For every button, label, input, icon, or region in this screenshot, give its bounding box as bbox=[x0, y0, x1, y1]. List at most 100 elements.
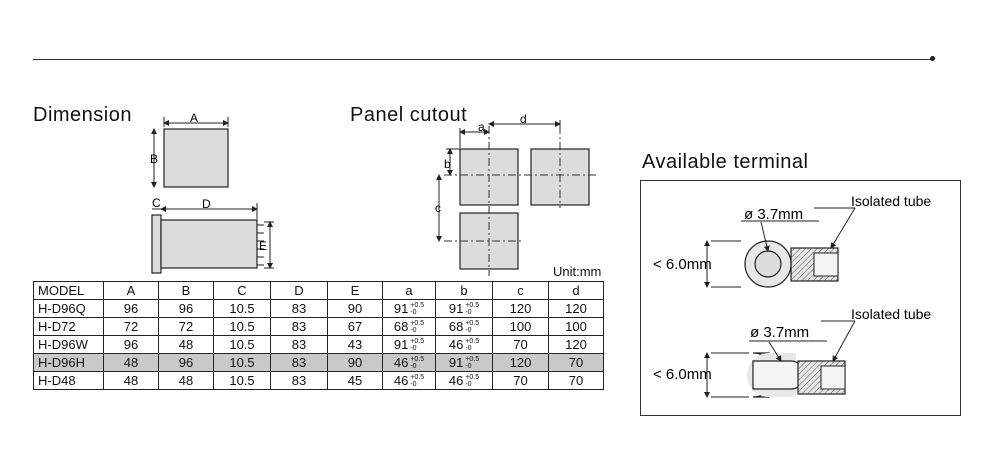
table-row: H-D72 72 72 10.5 83 67 68+0.5-0 68+0.5-0… bbox=[33, 317, 604, 336]
terminal-panel: ø 3.7mm Isolated tube < 6.0mm ø 3.7mm Is… bbox=[640, 180, 961, 416]
cell-c: 70 bbox=[492, 371, 549, 390]
header-A: A bbox=[103, 281, 159, 300]
cutout-label-a: a bbox=[478, 120, 485, 134]
cell-b-value: 46 bbox=[448, 373, 464, 389]
header-b: b bbox=[435, 281, 493, 300]
cell-a-value: 91 bbox=[393, 337, 409, 353]
cell-a: 91+0.5-0 bbox=[382, 299, 436, 318]
cell-A: 48 bbox=[103, 371, 159, 390]
cell-b-value: 46 bbox=[448, 337, 464, 353]
side-view-body bbox=[160, 219, 258, 269]
cell-A: 72 bbox=[103, 317, 159, 336]
cell-b: 46+0.5-0 bbox=[435, 335, 493, 354]
cell-D: 83 bbox=[270, 335, 328, 354]
cell-a-value: 46 bbox=[393, 373, 409, 389]
side-view-bezel bbox=[151, 214, 162, 274]
cell-d: 70 bbox=[548, 353, 604, 372]
cell-model: H-D96W bbox=[33, 335, 104, 354]
cell-C: 10.5 bbox=[213, 317, 271, 336]
cell-d: 120 bbox=[548, 299, 604, 318]
cell-b-value: 91 bbox=[448, 301, 464, 317]
cell-a-value: 91 bbox=[393, 301, 409, 317]
cell-B: 96 bbox=[158, 299, 214, 318]
dim-label-e: E bbox=[259, 239, 267, 253]
cutout-label-b: b bbox=[444, 157, 451, 171]
cell-E: 90 bbox=[327, 353, 383, 372]
cell-b-value: 68 bbox=[448, 319, 464, 335]
table-row: H-D48 48 48 10.5 83 45 46+0.5-0 46+0.5-0… bbox=[33, 371, 604, 390]
cell-B: 72 bbox=[158, 317, 214, 336]
cell-b: 91+0.5-0 bbox=[435, 299, 493, 318]
cell-B: 96 bbox=[158, 353, 214, 372]
tolerance: +0.5-0 bbox=[465, 374, 480, 389]
dimension-drawing: A B C D E bbox=[150, 111, 274, 274]
cell-model: H-D48 bbox=[33, 371, 104, 390]
tolerance: +0.5-0 bbox=[410, 302, 425, 317]
ring-width-label: < 6.0mm bbox=[653, 256, 712, 273]
header-B: B bbox=[158, 281, 214, 300]
cell-B: 48 bbox=[158, 371, 214, 390]
cell-b-value: 91 bbox=[448, 355, 464, 371]
cell-model: H-D72 bbox=[33, 317, 104, 336]
cell-b: 46+0.5-0 bbox=[435, 371, 493, 390]
header-c: c bbox=[492, 281, 549, 300]
cell-E: 90 bbox=[327, 299, 383, 318]
ring-terminal bbox=[704, 207, 856, 288]
top-rule bbox=[33, 59, 933, 60]
header-C: C bbox=[213, 281, 271, 300]
table-row: H-D96W 96 48 10.5 83 43 91+0.5-0 46+0.5-… bbox=[33, 335, 604, 354]
cell-B: 48 bbox=[158, 335, 214, 354]
spec-table: MODEL A B C D E a b c d H-D96Q 96 96 10.… bbox=[33, 281, 604, 390]
cutout-label-d: d bbox=[520, 112, 527, 126]
cell-E: 45 bbox=[327, 371, 383, 390]
cell-C: 10.5 bbox=[213, 371, 271, 390]
tolerance: +0.5-0 bbox=[410, 338, 425, 353]
cell-model: H-D96H bbox=[33, 353, 104, 372]
dimension-heading: Dimension bbox=[33, 104, 132, 126]
cell-A: 96 bbox=[103, 299, 159, 318]
cell-d: 70 bbox=[548, 371, 604, 390]
cell-A: 96 bbox=[103, 335, 159, 354]
fork-terminal bbox=[704, 320, 856, 398]
table-row: H-D96Q 96 96 10.5 83 90 91+0.5-0 91+0.5-… bbox=[33, 299, 604, 318]
tolerance: +0.5-0 bbox=[465, 302, 480, 317]
tolerance: +0.5-0 bbox=[465, 320, 480, 335]
header-a: a bbox=[382, 281, 436, 300]
panel-cutout-heading: Panel cutout bbox=[350, 104, 468, 126]
cell-a: 68+0.5-0 bbox=[382, 317, 436, 336]
terminal-drawing: ø 3.7mm Isolated tube < 6.0mm ø 3.7mm Is… bbox=[653, 193, 931, 398]
unit-label: Unit:mm bbox=[553, 264, 602, 279]
ring-tube-label: Isolated tube bbox=[851, 193, 931, 209]
cell-E: 43 bbox=[327, 335, 383, 354]
header-model: MODEL bbox=[33, 281, 104, 300]
table-row-highlighted: H-D96H 48 96 10.5 83 90 46+0.5-0 91+0.5-… bbox=[33, 353, 604, 372]
tolerance: +0.5-0 bbox=[410, 320, 425, 335]
cell-C: 10.5 bbox=[213, 353, 271, 372]
cell-d: 100 bbox=[548, 317, 604, 336]
header-E: E bbox=[327, 281, 383, 300]
cell-C: 10.5 bbox=[213, 335, 271, 354]
cell-a: 46+0.5-0 bbox=[382, 371, 436, 390]
cell-d: 120 bbox=[548, 335, 604, 354]
available-terminal-heading: Available terminal bbox=[642, 151, 809, 173]
cell-D: 83 bbox=[270, 299, 328, 318]
tolerance: +0.5-0 bbox=[465, 356, 480, 371]
cell-C: 10.5 bbox=[213, 299, 271, 318]
cell-model: H-D96Q bbox=[33, 299, 104, 318]
dim-label-a: A bbox=[190, 111, 198, 125]
cell-b: 68+0.5-0 bbox=[435, 317, 493, 336]
fork-tube-label: Isolated tube bbox=[851, 306, 931, 322]
header-D: D bbox=[270, 281, 328, 300]
front-view-box bbox=[163, 128, 229, 188]
dim-label-c: C bbox=[152, 196, 161, 210]
tolerance: +0.5-0 bbox=[410, 356, 425, 371]
fork-width-label: < 6.0mm bbox=[653, 366, 712, 383]
cell-c: 120 bbox=[492, 299, 549, 318]
cell-c: 70 bbox=[492, 335, 549, 354]
cell-D: 83 bbox=[270, 317, 328, 336]
cell-c: 120 bbox=[492, 353, 549, 372]
ring-diameter-label: ø 3.7mm bbox=[744, 206, 803, 223]
cell-D: 83 bbox=[270, 353, 328, 372]
rule-end-dot bbox=[930, 56, 935, 61]
tolerance: +0.5-0 bbox=[465, 338, 480, 353]
